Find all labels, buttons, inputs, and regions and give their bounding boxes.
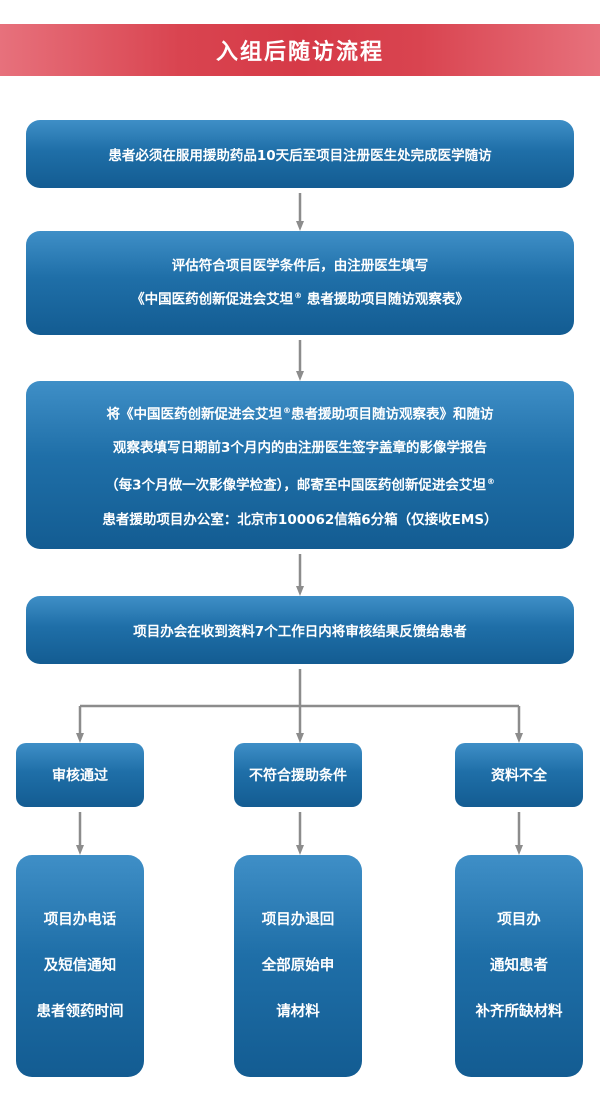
title-banner: 入组后随访流程 [0, 24, 600, 76]
result-incomplete-line-3: 补齐所缺材料 [475, 1004, 563, 1020]
result-ineligible-line-3: 请材料 [276, 1004, 320, 1020]
branch-approved: 审核通过 [16, 743, 144, 807]
step-box-3: 将《中国医药创新促进会艾坦®患者援助项目随访观察表》和随访 观察表填写日期前3个… [26, 381, 574, 549]
result-ineligible-line-2: 全部原始申 [261, 958, 335, 974]
step-3-line-2: 观察表填写日期前3个月内的由注册医生签字盖章的影像学报告 [113, 440, 487, 456]
result-approved-line-3: 患者领药时间 [36, 1004, 124, 1020]
result-approved-line-2: 及短信通知 [43, 958, 117, 974]
step-box-1: 患者必须在服用援助药品10天后至项目注册医生处完成医学随访 [26, 120, 574, 188]
result-approved-line-1: 项目办电话 [43, 912, 117, 928]
result-ineligible: 项目办退回 全部原始申 请材料 [234, 855, 362, 1077]
step-2-line-1: 评估符合项目医学条件后，由注册医生填写 [171, 258, 429, 275]
step-3-line-4: 患者援助项目办公室：北京市100062信箱6分箱（仅接收EMS） [102, 511, 498, 528]
step-1-line-1: 患者必须在服用援助药品10天后至项目注册医生处完成医学随访 [108, 148, 492, 164]
step-3-line-1: 将《中国医药创新促进会艾坦®患者援助项目随访观察表》和随访 [106, 405, 494, 423]
result-incomplete: 项目办 通知患者 补齐所缺材料 [455, 855, 583, 1077]
branch-ineligible: 不符合援助条件 [234, 743, 362, 807]
step-2-line-2: 《中国医药创新促进会艾坦® 患者援助项目随访观察表》 [131, 291, 469, 308]
result-incomplete-line-2: 通知患者 [490, 958, 548, 974]
branch-incomplete-label: 资料不全 [491, 768, 547, 784]
result-ineligible-line-1: 项目办退回 [261, 912, 335, 928]
branch-incomplete: 资料不全 [455, 743, 583, 807]
result-approved: 项目办电话 及短信通知 患者领药时间 [16, 855, 144, 1077]
page-title: 入组后随访流程 [215, 40, 384, 65]
step-4-line-1: 项目办会在收到资料7个工作日内将审核结果反馈给患者 [133, 624, 467, 640]
branch-approved-label: 审核通过 [52, 768, 108, 784]
result-incomplete-line-1: 项目办 [497, 912, 541, 928]
step-box-4: 项目办会在收到资料7个工作日内将审核结果反馈给患者 [26, 596, 574, 664]
step-box-2: 评估符合项目医学条件后，由注册医生填写 《中国医药创新促进会艾坦® 患者援助项目… [26, 231, 574, 335]
step-3-line-3: （每3个月做一次影像学检查），邮寄至中国医药创新促进会艾坦® [105, 477, 495, 494]
branch-ineligible-label: 不符合援助条件 [249, 768, 347, 784]
